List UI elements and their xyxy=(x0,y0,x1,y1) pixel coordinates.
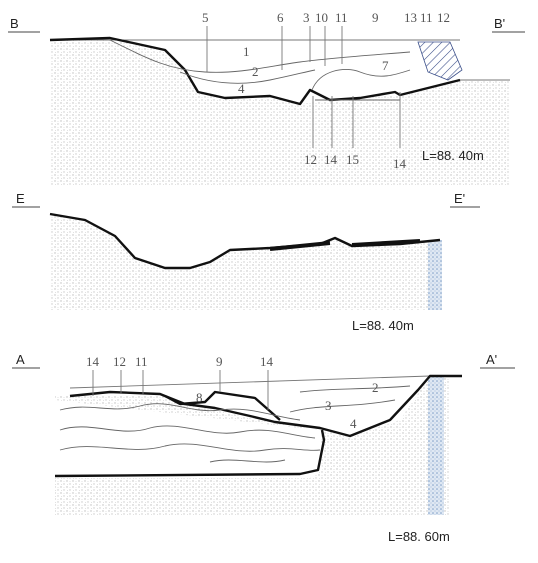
section-aa-end-label: A' xyxy=(486,352,497,367)
section-bb-number: 3 xyxy=(303,10,310,25)
section-aa-layer-6 xyxy=(289,399,396,413)
section-aa-layer-3 xyxy=(59,443,321,452)
section-bb-end-label: B' xyxy=(494,16,505,31)
section-bb-layer-1 xyxy=(109,39,411,73)
section-ee-surface-layer xyxy=(269,239,421,251)
section-bb-number: 5 xyxy=(202,10,209,25)
section-ee: E E' L=88. 40m xyxy=(12,191,480,333)
section-bb-number: 11 xyxy=(420,10,433,25)
section-bb-number: 10 xyxy=(315,10,328,25)
section-aa-number: 2 xyxy=(372,380,379,395)
section-bb-layer-2 xyxy=(179,69,316,84)
section-aa-number: 12 xyxy=(113,354,126,369)
section-aa-start-label: A xyxy=(16,352,25,367)
section-aa-number: 11 xyxy=(135,354,148,369)
section-bb-number: 9 xyxy=(372,10,379,25)
section-aa-fill xyxy=(55,400,322,478)
section-aa-profile xyxy=(69,374,462,438)
section-aa-elevation: L=88. 60m xyxy=(388,529,450,544)
section-bb-number: 13 xyxy=(404,10,417,25)
section-bb: B B' 5 6 3 10 11 9 13 11 xyxy=(8,10,525,185)
section-aa-layer-2 xyxy=(59,425,316,439)
section-aa-profile-inner xyxy=(164,390,281,421)
section-bb-elevation: L=88. 40m xyxy=(422,148,484,163)
section-bb-number: 12 xyxy=(437,10,450,25)
section-aa: A A' 14 12 11 9 14 8 2 xyxy=(12,352,515,544)
section-bb-ground xyxy=(50,38,510,185)
section-aa-deep-cut xyxy=(54,429,326,478)
section-bb-number: 15 xyxy=(346,152,359,167)
section-bb-start-label: B xyxy=(10,16,19,31)
section-bb-number: 12 xyxy=(304,152,317,167)
section-aa-number: 9 xyxy=(216,354,223,369)
section-aa-number: 8 xyxy=(196,390,203,405)
section-ee-ground xyxy=(50,214,440,310)
section-bb-number: 14 xyxy=(393,156,407,171)
section-bb-number: 2 xyxy=(252,64,259,79)
section-bb-hatch xyxy=(417,41,463,81)
section-ee-end-label: E' xyxy=(454,191,465,206)
section-ee-start-label: E xyxy=(16,191,25,206)
section-aa-number: 3 xyxy=(325,398,332,413)
section-aa-number: 14 xyxy=(260,354,274,369)
section-aa-number: 14 xyxy=(86,354,100,369)
section-bb-profile xyxy=(49,36,461,106)
section-ee-elevation: L=88. 40m xyxy=(352,318,414,333)
section-bb-number: 7 xyxy=(382,58,389,73)
section-bb-number: 4 xyxy=(238,81,245,96)
section-bb-number: 14 xyxy=(324,152,338,167)
section-ee-blue-edge xyxy=(428,240,442,310)
section-bb-number: 1 xyxy=(243,44,250,59)
section-aa-layer-4 xyxy=(209,459,286,463)
section-bb-number: 6 xyxy=(277,10,284,25)
section-aa-blue-edge xyxy=(428,376,444,515)
section-aa-number: 4 xyxy=(350,416,357,431)
section-aa-surface-line xyxy=(69,375,431,389)
section-aa-layer-1 xyxy=(59,403,301,421)
section-ee-profile xyxy=(49,212,441,270)
section-bb-number: 11 xyxy=(335,10,348,25)
section-bb-layer-3 xyxy=(311,69,411,91)
section-aa-layer-5 xyxy=(299,385,411,393)
